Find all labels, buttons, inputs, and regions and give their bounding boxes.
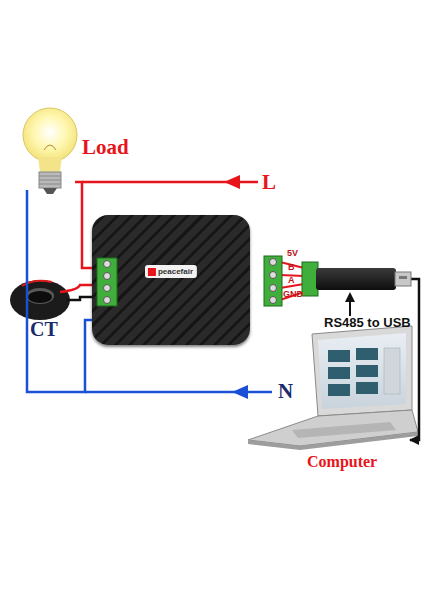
live-connector <box>75 182 92 268</box>
usb-cable <box>410 279 419 440</box>
node-label: Load <box>82 135 129 160</box>
load-lamp: Load <box>25 105 75 200</box>
rs485-usb-adapter: RS485 to USB <box>316 268 396 290</box>
pin-name: 5V <box>287 248 298 258</box>
node-label: Computer <box>307 453 377 471</box>
computer: Computer <box>245 325 413 450</box>
laptop <box>248 326 418 450</box>
pin-name: B <box>288 262 295 272</box>
light-bulb <box>23 108 77 194</box>
node-label: peacefair <box>145 265 197 278</box>
input-terminal-block <box>97 258 117 306</box>
node-label: RS485 to USB <box>324 315 411 330</box>
usb-plug <box>395 272 411 286</box>
leader-arrow <box>345 292 355 316</box>
ct-connector <box>66 297 92 300</box>
neutral-wire <box>85 385 272 399</box>
line-label: L <box>262 170 276 195</box>
pin-name: GND <box>283 289 303 299</box>
node-label: CT <box>30 318 58 341</box>
rs485-terminal-block <box>264 256 282 306</box>
current-transformer <box>10 280 92 320</box>
current-transformer-node: CT <box>8 280 70 320</box>
line-label: N <box>278 379 293 404</box>
neutral-connector <box>27 190 92 392</box>
pin-name: A <box>288 275 295 285</box>
live-wire <box>82 175 258 189</box>
rs485-wires <box>280 262 318 300</box>
